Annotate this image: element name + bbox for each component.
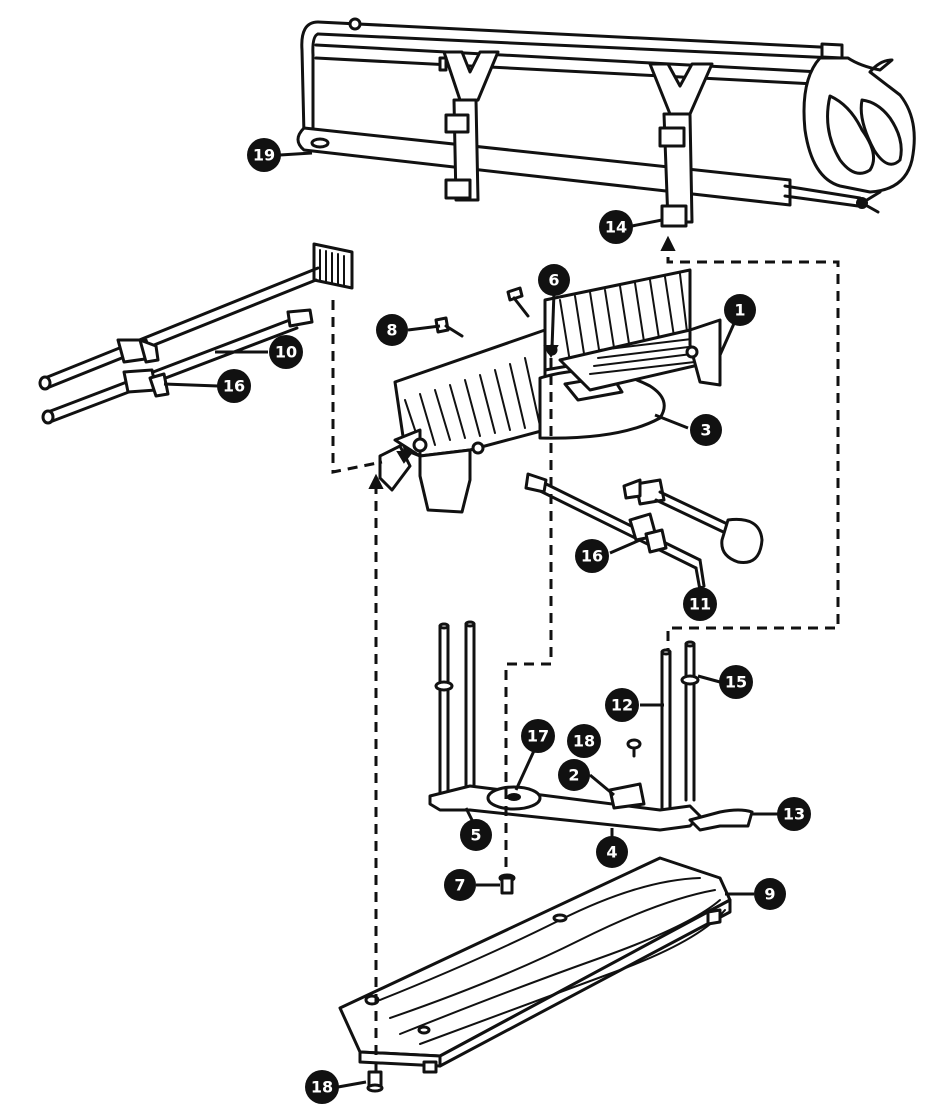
callout-label: 5	[470, 826, 481, 845]
callout-14: 14	[599, 210, 633, 244]
callout-15: 15	[719, 665, 753, 699]
callout-label: 2	[568, 766, 579, 785]
callout-label: 9	[764, 885, 775, 904]
callout-label: 10	[275, 343, 297, 362]
callout-label: 13	[783, 805, 805, 824]
clamp-assembly	[524, 472, 764, 592]
callout-label: 16	[223, 377, 245, 396]
callout-label: 3	[700, 421, 711, 440]
backsaw-with-guide-frame	[296, 17, 916, 228]
callout-label: 18	[311, 1078, 333, 1097]
callout-label: 6	[548, 271, 559, 290]
callout-4: 4	[596, 836, 628, 868]
callout-9: 9	[754, 878, 786, 910]
callout-label: 18	[573, 732, 595, 751]
callout-17: 17	[521, 719, 555, 753]
callout-16-lower: 16	[575, 539, 609, 573]
callout-12: 12	[605, 688, 639, 722]
callout-label: 8	[386, 321, 397, 340]
callout-label: 19	[253, 146, 275, 165]
callout-label: 7	[454, 876, 465, 895]
callout-label: 17	[527, 727, 549, 746]
callout-label: 15	[725, 673, 747, 692]
callout-label: 14	[605, 218, 627, 237]
callout-label: 1	[734, 301, 745, 320]
callout-8: 8	[376, 314, 408, 346]
callout-label: 16	[581, 547, 603, 566]
wooden-base	[338, 856, 732, 1074]
callout-13: 13	[777, 797, 811, 831]
screw-18-bottom	[366, 1070, 384, 1093]
stop-rod-assembly	[38, 242, 354, 425]
callout-18-upper: 18	[567, 724, 601, 758]
base-frame	[428, 620, 754, 832]
callout-16-upper: 16	[217, 369, 251, 403]
callout-6: 6	[538, 264, 570, 296]
callout-label: 11	[689, 595, 711, 614]
callout-19: 19	[247, 138, 281, 172]
callout-5: 5	[460, 819, 492, 851]
screws-6-8	[434, 286, 530, 338]
assembly-guide-lines	[331, 235, 840, 1072]
leader-lines	[163, 151, 788, 1089]
callout-11: 11	[683, 587, 717, 621]
miter-box-body	[378, 268, 722, 514]
callout-1: 1	[724, 294, 756, 326]
callout-label: 12	[611, 696, 633, 715]
callout-3: 3	[690, 414, 722, 446]
callout-18-lower: 18	[305, 1070, 339, 1104]
callout-2: 2	[558, 759, 590, 791]
callout-label: 4	[606, 843, 617, 862]
screw-7	[498, 873, 516, 895]
callout-10: 10	[269, 335, 303, 369]
callout-7: 7	[444, 869, 476, 901]
